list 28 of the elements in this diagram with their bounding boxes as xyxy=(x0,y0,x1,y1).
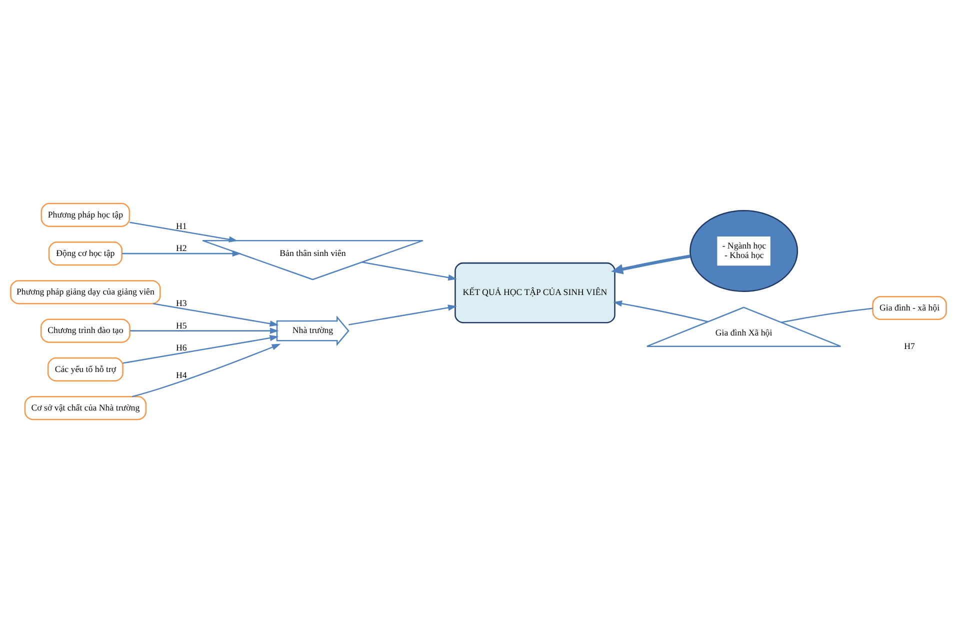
edge-label: H2 xyxy=(176,242,187,253)
arrow xyxy=(130,327,279,334)
arrow xyxy=(132,343,281,397)
arrow xyxy=(122,334,279,364)
node-text: - Ngành học - Khoá học xyxy=(722,240,766,260)
node-box: Cơ sở vật chất của Nhà trường xyxy=(24,396,147,420)
node-box: Các yếu tố hỗ trợ xyxy=(47,356,124,381)
arrow xyxy=(130,221,238,242)
arrow xyxy=(348,304,457,325)
arrow xyxy=(611,254,690,274)
edge-label: H4 xyxy=(176,369,187,380)
node-box: KẾT QUẢ HỌC TẬP CỦA SINH VIÊN xyxy=(454,262,616,323)
arrow xyxy=(152,302,279,326)
edge-label: H1 xyxy=(176,220,187,230)
arrow xyxy=(362,261,458,280)
edge-label: H5 xyxy=(176,320,187,330)
node-box: Gia đình - xã hội xyxy=(872,295,947,320)
label: H7 xyxy=(904,340,915,350)
node-box: Chương trình đào tạo xyxy=(40,318,130,342)
node-box: Phương pháp giảng dạy của giảng viên xyxy=(10,280,161,304)
arrow xyxy=(122,250,242,256)
edge-label: H6 xyxy=(176,342,187,352)
node-box: Phương pháp học tập xyxy=(40,202,130,226)
arrow xyxy=(613,300,708,322)
node-box: Động cơ học tập xyxy=(48,241,122,266)
cluster xyxy=(690,210,798,292)
edge-label: H3 xyxy=(176,298,187,308)
connector xyxy=(781,307,873,323)
